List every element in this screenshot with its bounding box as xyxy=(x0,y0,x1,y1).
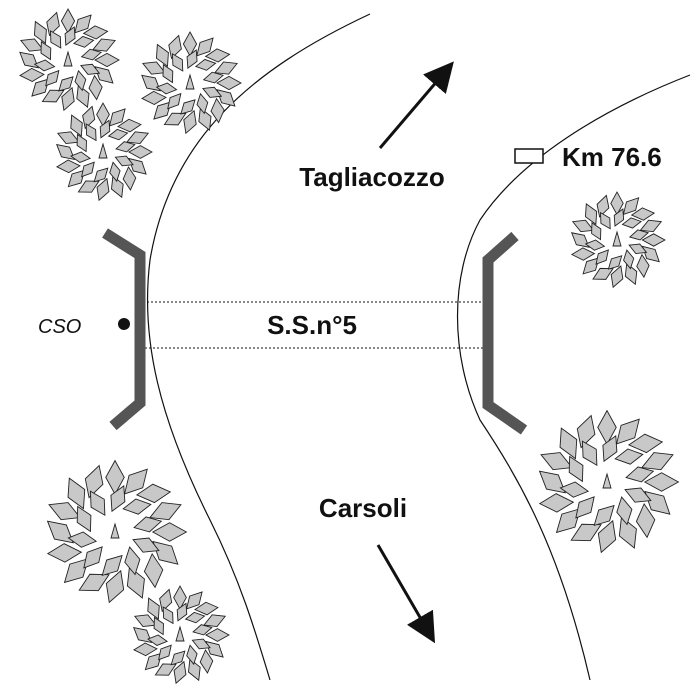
tree-1-icon xyxy=(19,8,120,112)
tree-7-icon xyxy=(132,585,230,685)
south-destination-label: Carsoli xyxy=(319,493,407,523)
barrier-right xyxy=(482,231,528,435)
tree-3-icon xyxy=(55,102,153,202)
tree-2-icon xyxy=(141,31,242,135)
tree-5-icon xyxy=(538,409,680,554)
cso-point-marker xyxy=(118,318,130,330)
tree-6-icon xyxy=(46,459,188,604)
road-edge-right xyxy=(457,74,691,681)
arrow-north-icon xyxy=(378,61,454,149)
cso-label: CSO xyxy=(38,316,81,338)
road-name-label: S.S.n°5 xyxy=(267,310,357,340)
north-destination-label: Tagliacozzo xyxy=(299,162,444,192)
tree-4-icon xyxy=(570,191,666,289)
arrow-south-icon xyxy=(376,544,436,644)
road-edge-left xyxy=(146,13,371,681)
kilometer-marker-label: Km 76.6 xyxy=(562,142,662,172)
trees-group xyxy=(19,8,680,685)
kilometer-marker-icon xyxy=(514,148,544,164)
barrier-left xyxy=(102,228,146,431)
